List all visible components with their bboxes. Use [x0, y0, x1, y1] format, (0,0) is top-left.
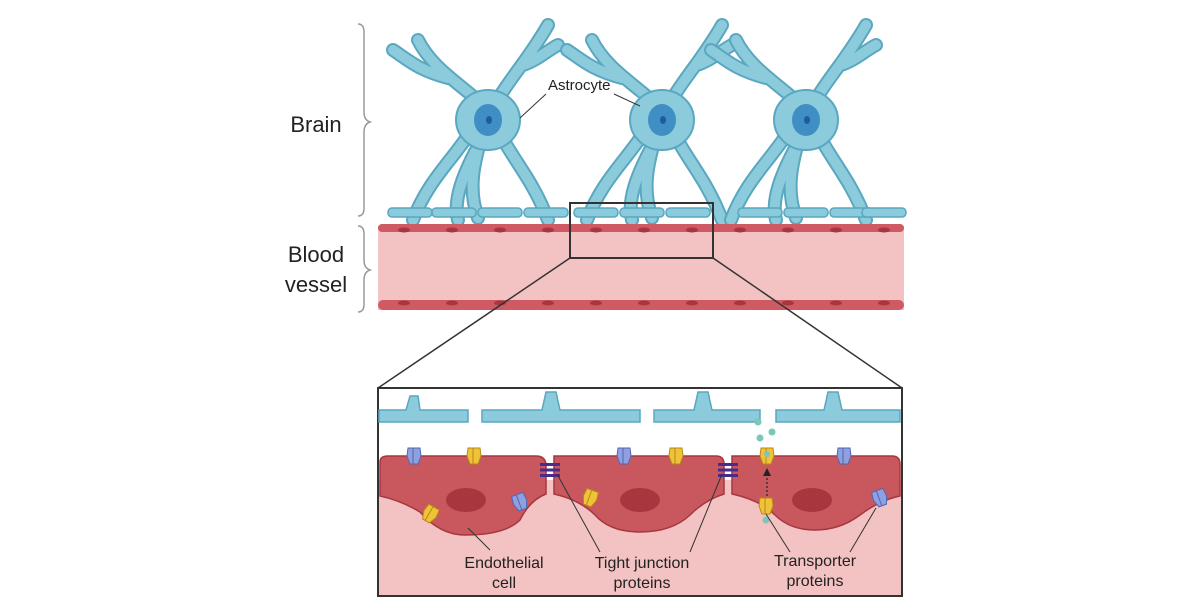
transporter-leader-2 — [849, 507, 877, 553]
transport-arrow-icon — [763, 468, 771, 496]
transporter-label-line2: proteins — [787, 573, 844, 590]
endothelial-label-line1: Endothelial — [464, 555, 543, 572]
brain-label: Brain — [290, 112, 341, 137]
endothelial-cells — [379, 455, 901, 536]
zoom-projection-right — [712, 257, 903, 389]
zoomed-panel: Endothelial cell Tight junction proteins… — [377, 387, 903, 597]
endothelial-label-line2: cell — [492, 575, 516, 592]
tight-junction-label-line2: proteins — [614, 575, 671, 592]
blood-vessel-label-line2: vessel — [285, 272, 347, 297]
zoomed-endfeet — [378, 391, 901, 423]
astrocyte-label: Astrocyte — [548, 77, 611, 94]
endothelial-leader — [467, 527, 491, 551]
tight-junction-leader-2 — [689, 473, 723, 553]
astrocyte-cell-1 — [393, 25, 558, 220]
blood-vessel — [378, 224, 904, 310]
blood-vessel-label-line1: Blood — [288, 242, 344, 267]
zoom-projection-left — [377, 257, 571, 389]
tight-junction-label-line1: Tight junction — [595, 555, 690, 572]
astrocyte-cell-3 — [711, 25, 876, 220]
brain-brace — [357, 23, 373, 217]
astrocyte-leader-2 — [613, 93, 641, 107]
transporter-label-line1: Transporter — [774, 553, 857, 570]
tight-junction-leader-1 — [556, 473, 601, 553]
astrocyte-leader-1 — [519, 93, 547, 119]
astrocyte-endfeet-row — [387, 207, 907, 218]
blood-vessel-brace — [357, 225, 373, 313]
transport-molecules — [754, 418, 776, 524]
tight-junction-protein-2 — [718, 463, 738, 477]
transporter-leader-1 — [765, 513, 791, 553]
zoom-source-box — [569, 202, 714, 259]
